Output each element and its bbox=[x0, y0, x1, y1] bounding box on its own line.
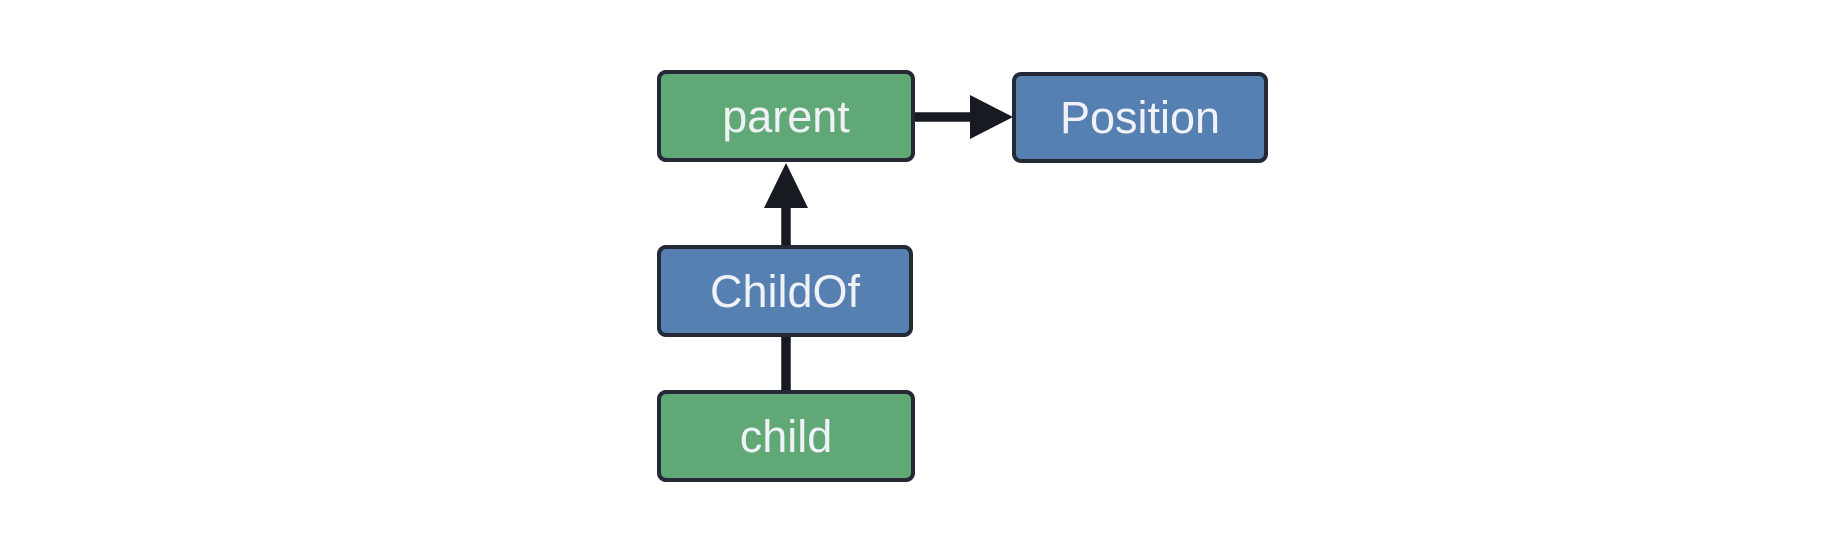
node-childof-label: ChildOf bbox=[709, 265, 861, 317]
node-parent: parent bbox=[657, 70, 915, 162]
node-position: Position bbox=[1012, 72, 1268, 163]
node-child: child bbox=[657, 390, 915, 482]
node-parent-label: parent bbox=[722, 90, 850, 142]
node-child-label: child bbox=[739, 410, 833, 462]
node-position-label: Position bbox=[1059, 92, 1221, 143]
node-childof: ChildOf bbox=[657, 245, 913, 337]
arrow-childof-to-parent bbox=[764, 163, 808, 247]
arrow-parent-to-position bbox=[911, 95, 1013, 139]
